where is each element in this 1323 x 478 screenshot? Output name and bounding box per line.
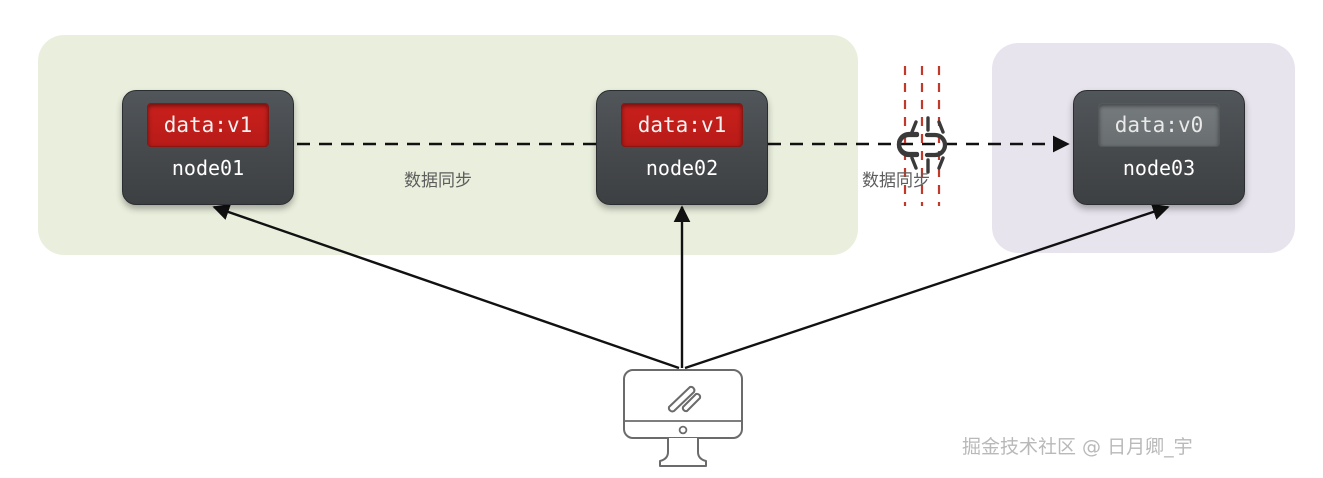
node-node03[interactable]: data:v0 node03 — [1073, 90, 1245, 205]
broken-link-icon — [896, 66, 948, 206]
client-to-node03 — [684, 203, 1170, 370]
desktop-monitor-icon — [623, 369, 743, 467]
link-burst-strokes — [910, 116, 945, 174]
node03-label: node03 — [1122, 156, 1196, 180]
chain-link-right — [924, 132, 948, 158]
node01-label: node01 — [171, 156, 245, 180]
sync-label-left: 数据同步 — [404, 171, 472, 191]
chain-link-left — [896, 131, 920, 158]
node-node01[interactable]: data:v1 node01 — [122, 90, 294, 205]
node02-data-chip: data:v1 — [621, 103, 743, 147]
node02-label: node02 — [645, 156, 719, 180]
monitor-logo-slashes — [667, 385, 702, 413]
node-node02[interactable]: data:v1 node02 — [596, 90, 768, 205]
node03-data-chip: data:v0 — [1098, 103, 1220, 147]
monitor-power-dot — [678, 425, 688, 435]
monitor-screen — [623, 369, 743, 439]
node01-data-chip: data:v1 — [147, 103, 269, 147]
watermark-credit: 掘金技术社区 @ 日月卿_宇 — [962, 436, 1193, 458]
sync-label-right: 数据同步 — [862, 171, 930, 191]
monitor-stand — [659, 438, 707, 467]
client-to-node01 — [212, 204, 680, 370]
